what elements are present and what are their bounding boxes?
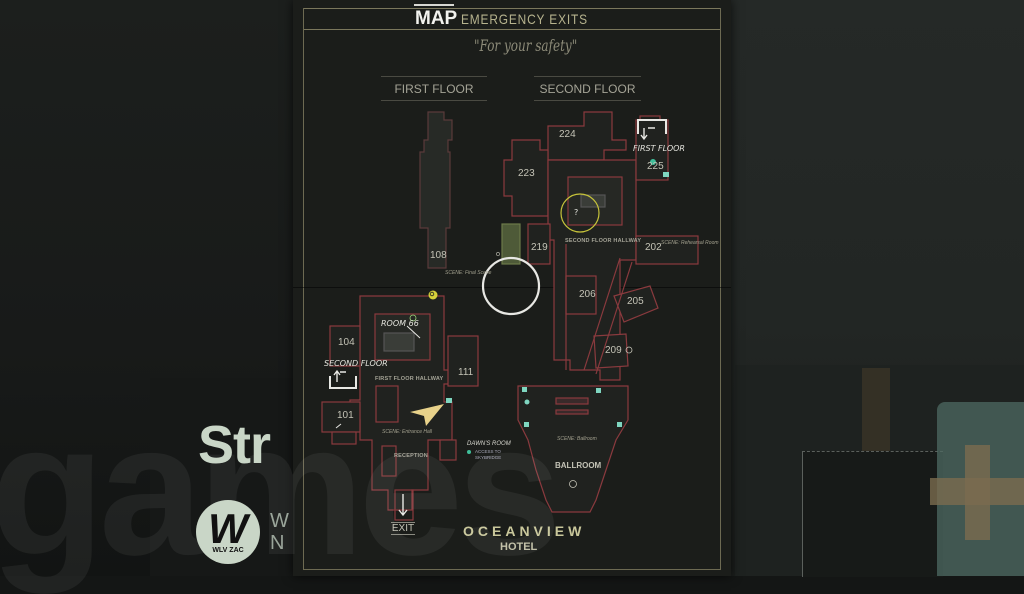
map-subtitle: EMERGENCY EXITS [461,11,588,27]
first-floor-heading: FIRST FLOOR [381,76,487,101]
second-floor-heading: SECOND FLOOR [534,76,641,101]
exit-label: EXIT [391,522,415,535]
tagline: "For your safety" [474,36,578,55]
fold-line [293,287,731,288]
room-209: 209 [605,345,622,356]
side-text-2: N [270,532,285,554]
logo-caption: WLV ZAC [212,547,244,555]
room-219: 219 [531,242,548,253]
hotel-subtitle: HOTEL [500,541,538,553]
reception-label: RECEPTION [394,453,428,459]
scene-entrance-hall[interactable]: SCENE: Entrance Hall [382,429,433,435]
room-101: 101 [337,410,354,421]
second-floor-stairs-note: SECOND FLOOR [324,359,388,368]
floor-plan [321,111,699,521]
map-poster [293,0,731,576]
background-box [802,451,943,577]
channel-logo: W WLV ZAC [196,500,260,564]
first-floor-hallway-label: FIRST FLOOR HALLWAY [375,376,444,382]
top-rule [303,8,721,9]
tab-indicator [414,4,454,6]
scene-rehearsal-room[interactable]: SCENE: Rehearsal Room [661,240,719,246]
dawns-room-label: DAWN'S ROOM [467,441,511,447]
scene-ballroom[interactable]: SCENE: Ballroom [557,436,597,442]
first-aid-cross-icon-h [930,478,1024,505]
tab-map[interactable]: MAP [415,8,458,29]
room-111: 111 [458,367,474,378]
room-104: 104 [338,337,355,348]
room-225: 225 [647,161,664,172]
room-205: 205 [627,296,644,307]
room-224: 224 [559,129,576,140]
unknown-marker-icon[interactable]: ? [574,208,579,217]
room-108: 108 [430,250,447,261]
room-66-note: ROOM 66 [381,319,419,328]
header-rule [303,29,721,30]
room-223: 223 [518,168,535,179]
room-206: 206 [579,289,596,300]
hotel-name: OCEANVIEW [463,523,586,539]
ballroom-label: BALLROOM [555,461,602,470]
second-floor-hallway-label: SECOND FLOOR HALLWAY [565,238,642,244]
poster-frame [303,8,721,570]
logo-letter: W [208,504,248,552]
room-202: 202 [645,242,662,253]
dawns-room-sub: ACCESS TO SKYBRIDGE [475,449,502,460]
streamer-text: Str [198,415,271,475]
first-floor-stairs-note: FIRST FLOOR [633,144,685,153]
logo-side-text: W N [270,510,289,554]
scene-final[interactable]: SCENE: Final Scene [445,270,492,276]
side-text-1: W [270,510,289,532]
